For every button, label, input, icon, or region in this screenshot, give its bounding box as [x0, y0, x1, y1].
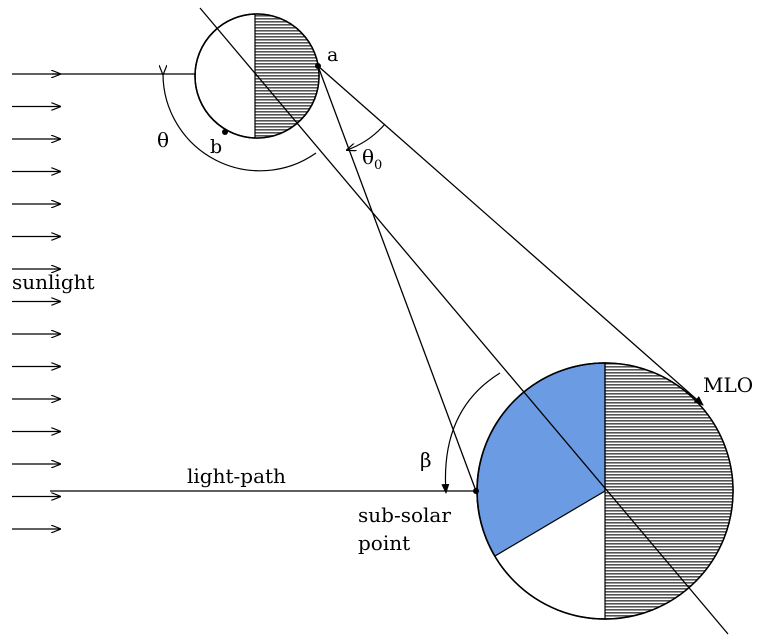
theta0-arc — [347, 123, 386, 150]
point-a-label: a — [327, 44, 338, 66]
line-a-to-subsolar — [317, 65, 477, 492]
sunlight-label: sunlight — [12, 270, 95, 294]
point-b-dot — [222, 129, 228, 135]
angle-arcs — [163, 74, 501, 494]
tangent-line-to-mlo — [317, 65, 704, 406]
beta-label: β — [420, 448, 432, 472]
sub-solar-label-line2: point — [358, 531, 410, 555]
large-globe — [473, 362, 734, 620]
large-globe-night-side — [605, 363, 733, 619]
earth-axis-line — [199, 7, 729, 635]
sunlight-arrows — [12, 74, 60, 529]
theta-arc — [163, 74, 317, 172]
theta-label: θ — [157, 128, 169, 152]
sub-solar-label-line1: sub-solar — [358, 503, 451, 527]
theta0-label: θ0 — [362, 145, 382, 173]
theta0-label-base: θ — [362, 145, 374, 169]
mlo-label: MLO — [703, 373, 753, 397]
small-globe-night-side — [255, 14, 319, 138]
light-path-label: light-path — [187, 464, 286, 488]
geometry-lines — [50, 7, 729, 635]
theta0-label-subscript: 0 — [374, 158, 382, 173]
beta-arc — [441, 372, 501, 494]
small-globe — [194, 13, 321, 139]
point-b-label: b — [210, 136, 222, 158]
